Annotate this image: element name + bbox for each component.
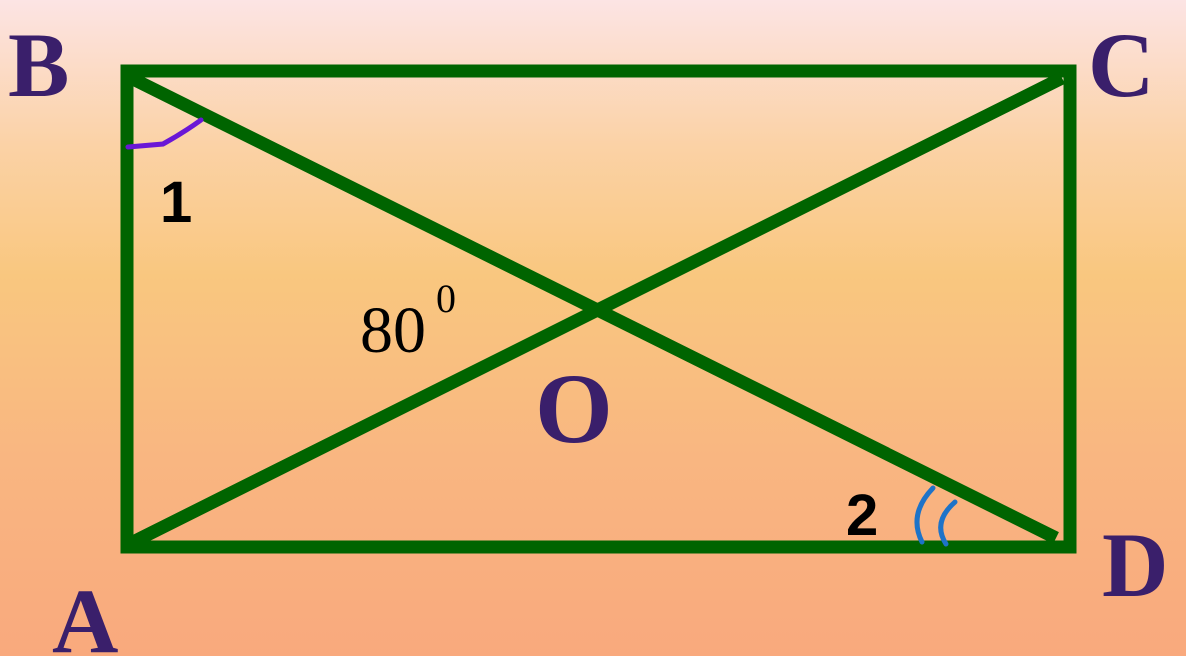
- diagonals: [124, 70, 1065, 551]
- angle-2-arc-inner: [938, 499, 958, 547]
- angle-measure-value: 80: [360, 294, 426, 367]
- angle-measure-degree: 0: [436, 276, 456, 321]
- diagonal-ac: [124, 72, 1065, 551]
- rectangle-sides: [120, 64, 1077, 554]
- vertex-label-b: B: [8, 14, 69, 116]
- angle-1-label: 1: [160, 170, 192, 235]
- angle-2-label: 2: [846, 483, 878, 548]
- vertex-label-a: A: [52, 570, 118, 656]
- vertex-label-c: C: [1088, 14, 1154, 116]
- angle-1-arc: [125, 117, 204, 150]
- vertex-label-d: D: [1102, 514, 1168, 616]
- angle-2-arc-outer: [914, 485, 936, 545]
- vertex-label-o: O: [535, 353, 613, 464]
